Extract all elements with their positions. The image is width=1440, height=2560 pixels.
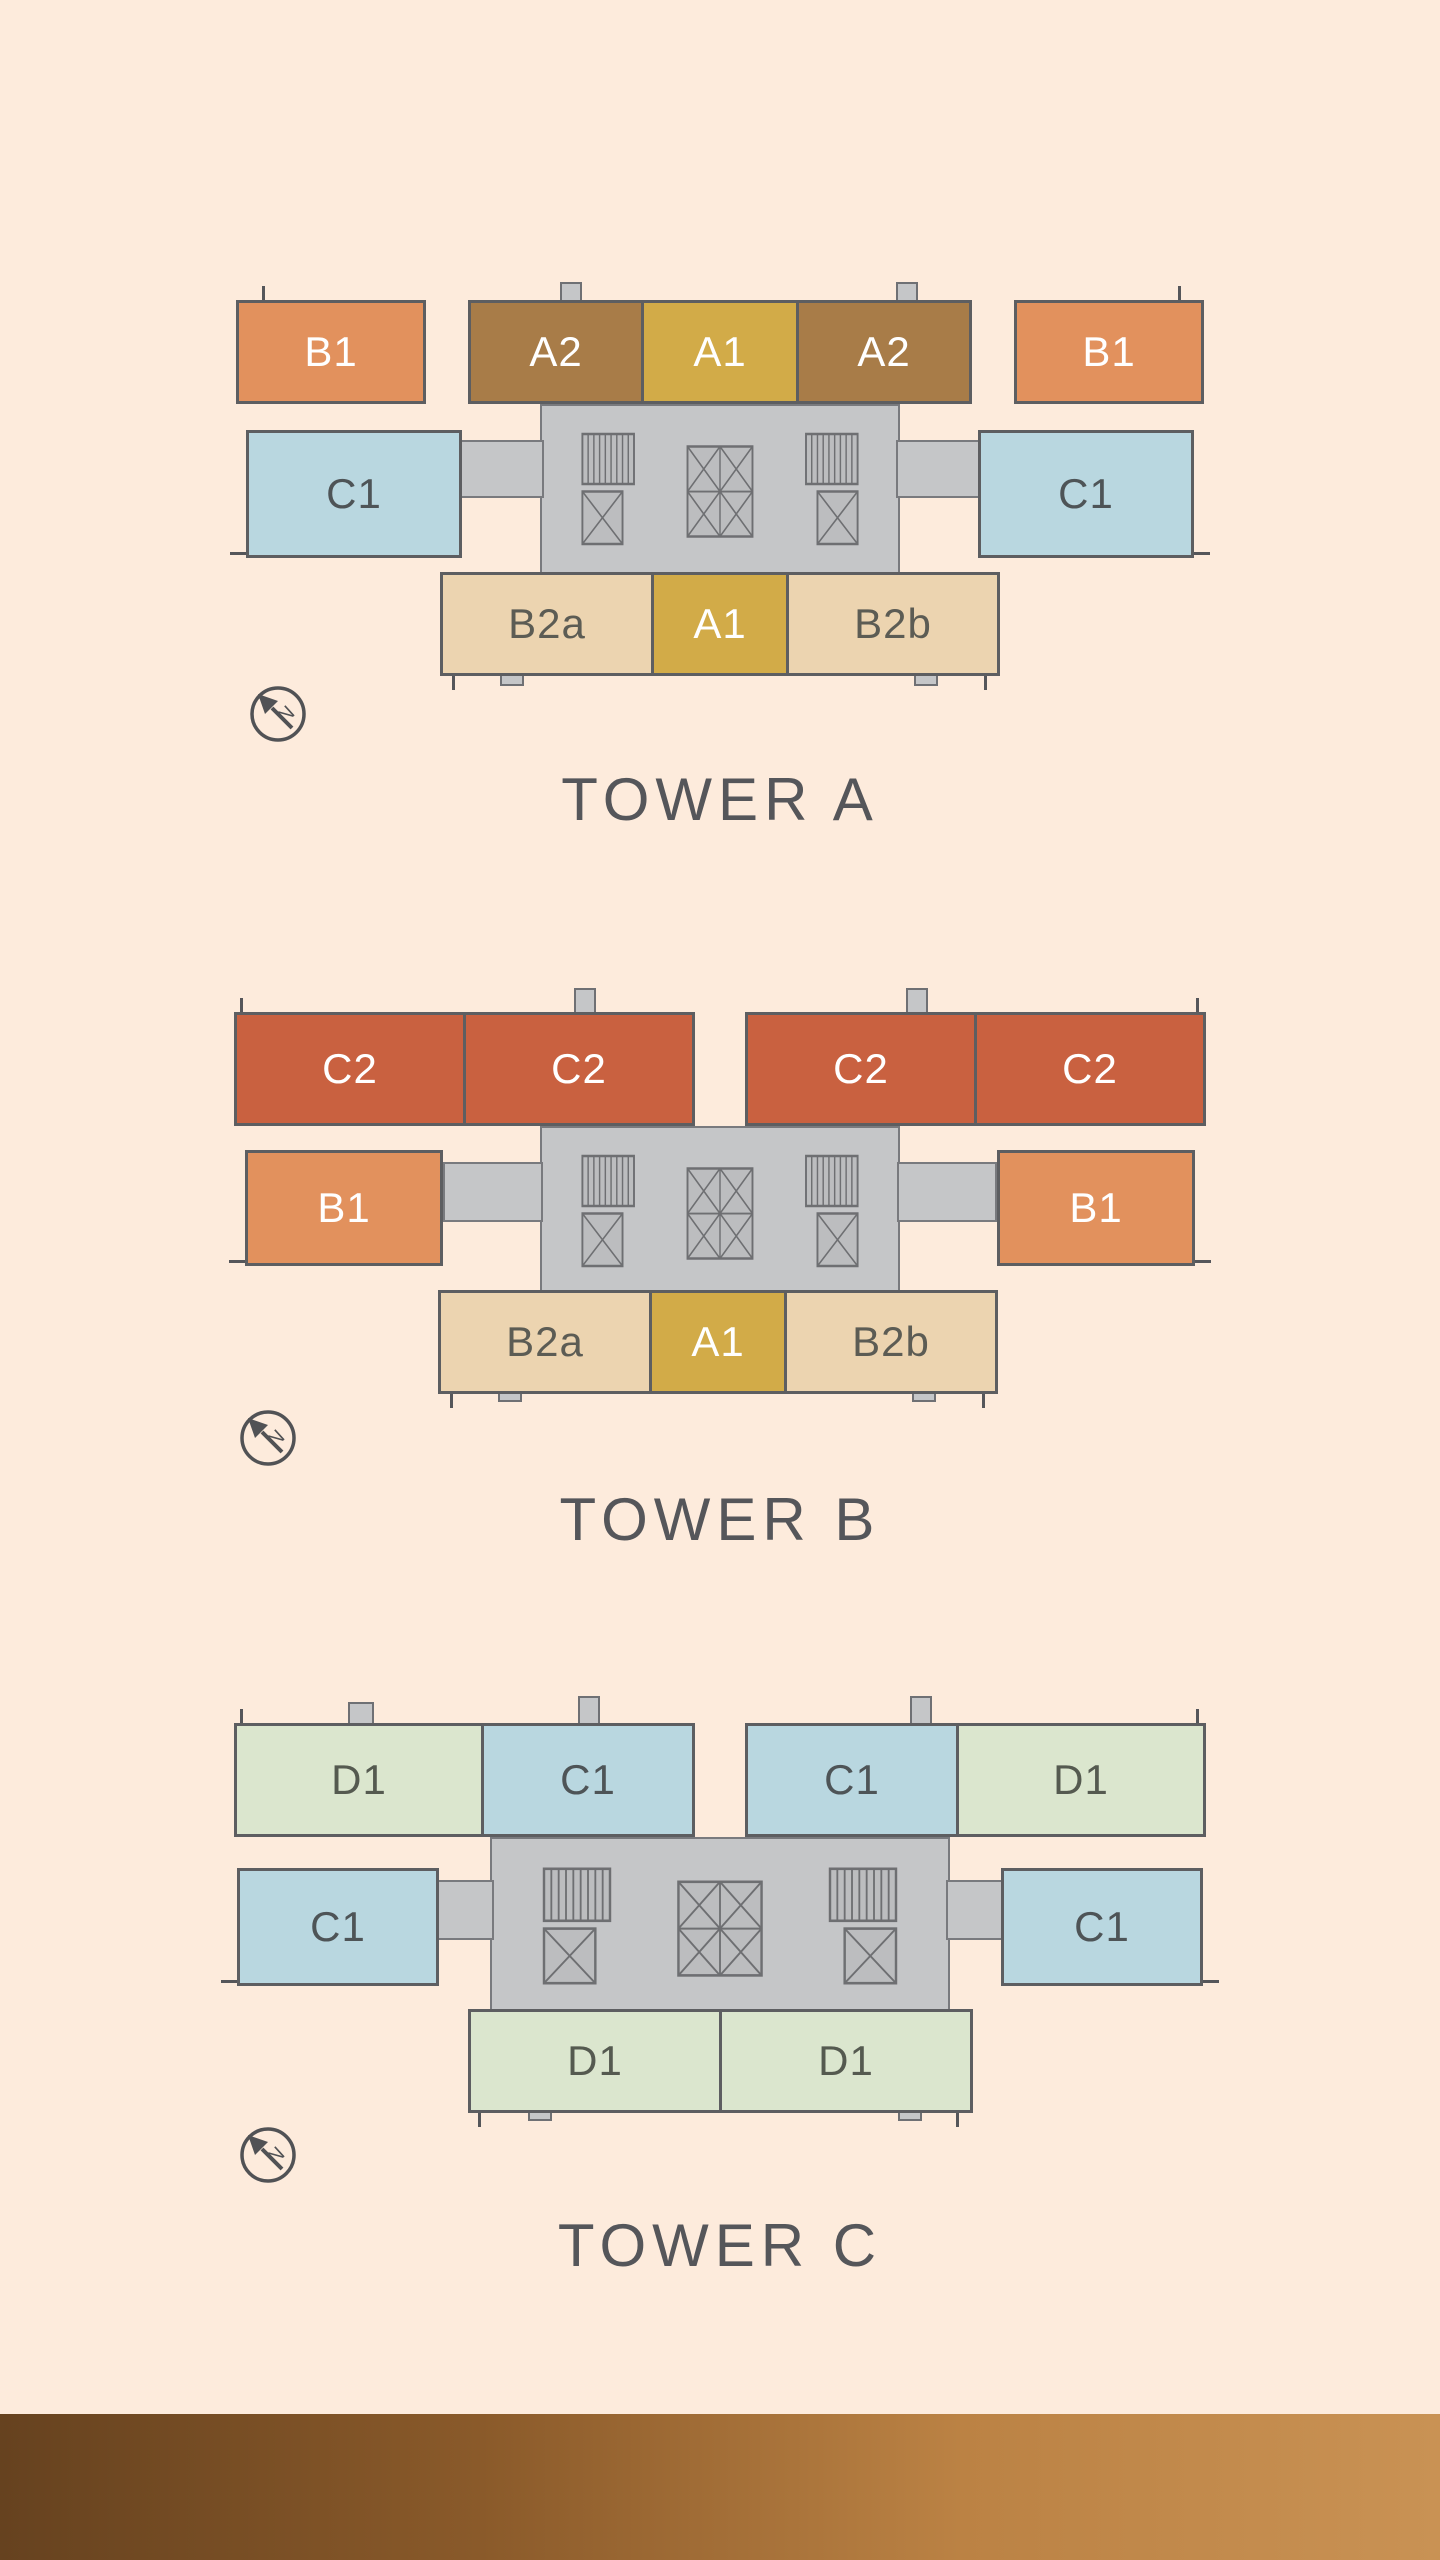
wall-tick <box>1178 286 1181 302</box>
wall-tick <box>984 676 987 690</box>
unit-block-a1: A1 <box>641 300 799 404</box>
core-corridor-right <box>946 1880 1008 1940</box>
tower-a-title: TOWER A <box>561 766 879 833</box>
unit-label: C1 <box>326 470 382 517</box>
unit-block-c2: C2 <box>745 1012 977 1126</box>
unit-block-c2: C2 <box>974 1012 1206 1126</box>
wall-tick <box>1194 552 1210 555</box>
unit-label: B1 <box>317 1184 371 1231</box>
unit-block-c2: C2 <box>463 1012 695 1126</box>
unit-block-c1: C1 <box>246 430 462 558</box>
unit-label: A1 <box>693 328 747 375</box>
unit-block-a1: A1 <box>649 1290 787 1394</box>
unit-label: A1 <box>693 600 747 647</box>
wall-tick <box>956 2113 959 2127</box>
unit-label: B2a <box>508 600 586 647</box>
unit-block-b1: B1 <box>997 1150 1195 1266</box>
wall-notch <box>578 1696 600 1726</box>
unit-block-a2: A2 <box>468 300 644 404</box>
unit-label: B2a <box>506 1318 584 1365</box>
footer-bar <box>0 2414 1440 2560</box>
unit-label: B1 <box>1069 1184 1123 1231</box>
unit-block-d1: D1 <box>719 2009 973 2113</box>
unit-block-d1: D1 <box>234 1723 484 1837</box>
svg-text:N: N <box>264 2143 289 2169</box>
unit-block-b2a: B2a <box>438 1290 652 1394</box>
unit-label: C2 <box>551 1045 607 1092</box>
wall-tick <box>478 2113 481 2127</box>
svg-text:N: N <box>274 702 299 728</box>
unit-block-b2b: B2b <box>786 572 1000 676</box>
unit-block-b1: B1 <box>236 300 426 404</box>
unit-block-a1: A1 <box>651 572 789 676</box>
wall-tick <box>221 1980 237 1983</box>
unit-label: C2 <box>322 1045 378 1092</box>
wall-tick <box>240 998 243 1014</box>
wall-tick <box>240 1709 243 1725</box>
tower-b-title: TOWER B <box>559 1486 881 1553</box>
unit-block-d1: D1 <box>956 1723 1206 1837</box>
unit-block-c1: C1 <box>237 1868 439 1986</box>
svg-text:N: N <box>264 1426 289 1452</box>
unit-label: D1 <box>567 2037 623 2084</box>
elevator-stairs-icon <box>581 432 859 546</box>
unit-label: D1 <box>331 1756 387 1803</box>
unit-block-c1: C1 <box>978 430 1194 558</box>
unit-label: D1 <box>818 2037 874 2084</box>
unit-label: C1 <box>824 1756 880 1803</box>
unit-label: A1 <box>691 1318 745 1365</box>
wall-tick <box>1196 998 1199 1014</box>
unit-label: A2 <box>857 328 911 375</box>
unit-label: B1 <box>1082 328 1136 375</box>
wall-tick <box>982 1394 985 1408</box>
tower-c-title: TOWER C <box>557 2212 883 2279</box>
core-corridor-right <box>896 440 982 498</box>
unit-label: B1 <box>304 328 358 375</box>
wall-tick <box>450 1394 453 1408</box>
wall-tick <box>1195 1260 1211 1263</box>
unit-block-b1: B1 <box>1014 300 1204 404</box>
unit-label: A2 <box>529 328 583 375</box>
unit-label: B2b <box>852 1318 930 1365</box>
core-corridor-left <box>432 1880 494 1940</box>
unit-block-b2b: B2b <box>784 1290 998 1394</box>
core-corridor-left <box>458 440 544 498</box>
unit-block-d1: D1 <box>468 2009 722 2113</box>
unit-block-c1: C1 <box>481 1723 695 1837</box>
core-corridor-right <box>897 1162 997 1222</box>
wall-tick <box>262 286 265 302</box>
wall-tick <box>229 1260 245 1263</box>
wall-tick <box>1196 1709 1199 1725</box>
unit-label: D1 <box>1053 1756 1109 1803</box>
unit-block-c2: C2 <box>234 1012 466 1126</box>
wall-tick <box>452 676 455 690</box>
unit-block-b1: B1 <box>245 1150 443 1266</box>
north-compass-icon: N <box>250 686 306 742</box>
unit-block-c1: C1 <box>745 1723 959 1837</box>
elevator-stairs-icon <box>542 1867 898 1985</box>
wall-tick <box>1203 1980 1219 1983</box>
unit-block-a2: A2 <box>796 300 972 404</box>
unit-label: B2b <box>854 600 932 647</box>
north-compass-icon: N <box>240 1410 296 1466</box>
north-compass-icon: N <box>240 2127 296 2183</box>
unit-label: C1 <box>310 1903 366 1950</box>
elevator-stairs-icon <box>581 1154 859 1268</box>
wall-notch <box>910 1696 932 1726</box>
core-corridor-left <box>443 1162 543 1222</box>
wall-tick <box>230 552 246 555</box>
unit-label: C2 <box>833 1045 889 1092</box>
unit-block-c1: C1 <box>1001 1868 1203 1986</box>
unit-label: C1 <box>560 1756 616 1803</box>
unit-label: C1 <box>1058 470 1114 517</box>
unit-label: C2 <box>1062 1045 1118 1092</box>
unit-label: C1 <box>1074 1903 1130 1950</box>
unit-block-b2a: B2a <box>440 572 654 676</box>
